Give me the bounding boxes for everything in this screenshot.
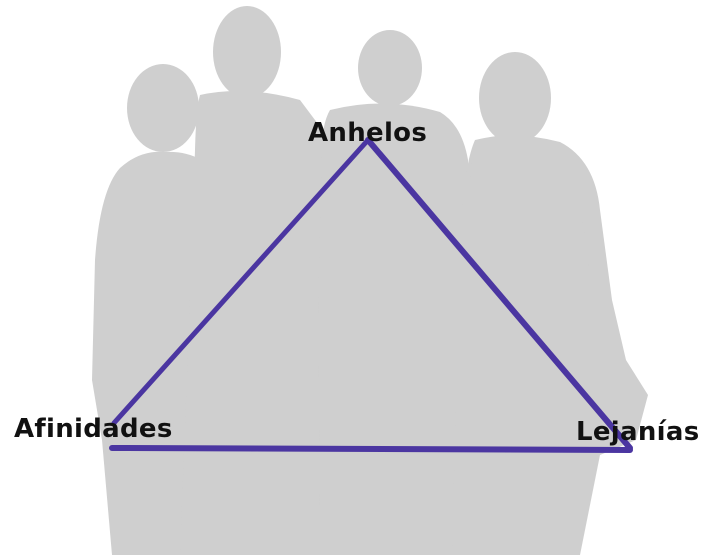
node-label-afinidades: Afinidades: [14, 414, 173, 444]
people-silhouettes: [92, 6, 648, 555]
node-label-lejanias: Lejanías: [576, 417, 700, 447]
triangle-edge-bottom: [112, 448, 630, 450]
silhouette-person-3: [318, 30, 470, 555]
silhouette-person-4: [452, 52, 648, 555]
node-label-anhelos: Anhelos: [308, 118, 427, 148]
silhouette-person-2: [180, 6, 330, 555]
